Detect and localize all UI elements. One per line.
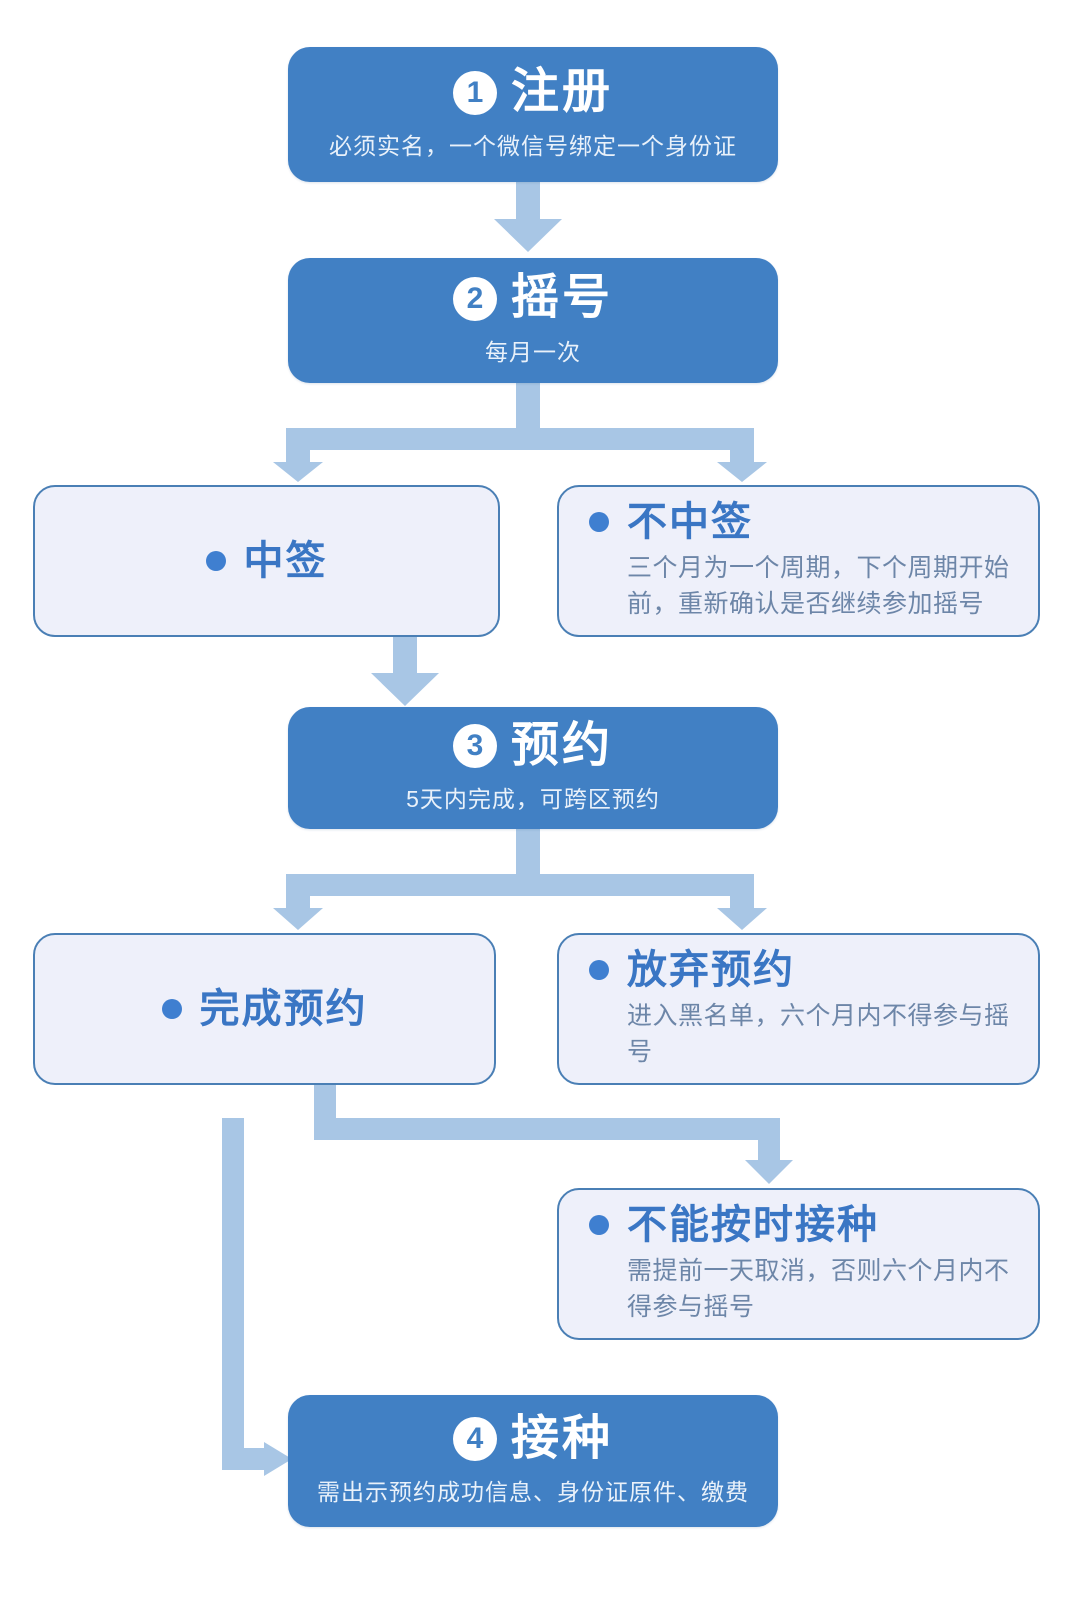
node-won[interactable]: 中签 xyxy=(33,485,500,637)
bullet-icon xyxy=(589,959,609,980)
outcome-description: 三个月为一个周期，下个周期开始前，重新确认是否继续参加摇号 xyxy=(627,553,1010,618)
node-lottery[interactable]: 2 摇号 每月一次 xyxy=(288,258,778,383)
edge-appointment-split xyxy=(273,829,767,930)
edge-won-to-appointment xyxy=(371,637,439,706)
step-subtitle: 必须实名，一个微信号绑定一个身份证 xyxy=(329,132,737,159)
bullet-icon xyxy=(205,551,226,571)
node-vaccinate[interactable]: 4 接种 需出示预约成功信息、身份证原件、缴费 xyxy=(288,1395,778,1527)
outcome-title: 不能按时接种 xyxy=(627,1202,879,1247)
step-subtitle: 需出示预约成功信息、身份证原件、缴费 xyxy=(317,1479,749,1506)
outcome-header: 中签 xyxy=(35,539,498,583)
step-header: 1 注册 xyxy=(452,65,613,119)
step-title: 预约 xyxy=(510,718,613,772)
node-register[interactable]: 1 注册 必须实名，一个微信号绑定一个身份证 xyxy=(288,47,778,182)
step-number-badge: 4 xyxy=(452,1417,497,1462)
step-subtitle: 每月一次 xyxy=(485,338,581,365)
step-title: 注册 xyxy=(510,65,613,119)
outcome-header: 不中签 xyxy=(589,500,1016,544)
edge-done-to-vaccinate xyxy=(222,1118,292,1476)
edge-register-to-lottery xyxy=(494,182,562,252)
bullet-icon xyxy=(161,999,182,1019)
outcome-description: 进入黑名单，六个月内不得参与摇号 xyxy=(627,1001,1010,1066)
edge-lottery-split xyxy=(273,383,767,482)
node-appointment-giveup[interactable]: 放弃预约 进入黑名单，六个月内不得参与摇号 xyxy=(557,933,1040,1085)
outcome-title: 完成预约 xyxy=(199,987,368,1031)
outcome-header: 完成预约 xyxy=(35,987,494,1031)
step-header: 4 接种 xyxy=(452,1411,613,1465)
node-appointment[interactable]: 3 预约 5天内完成，可跨区预约 xyxy=(288,707,778,829)
step-number-badge: 2 xyxy=(452,276,497,321)
outcome-title: 放弃预约 xyxy=(627,947,795,992)
outcome-title: 中签 xyxy=(243,539,328,583)
bullet-icon xyxy=(589,1214,609,1235)
outcome-title: 不中签 xyxy=(627,499,753,544)
outcome-description: 需提前一天取消，否则六个月内不得参与摇号 xyxy=(627,1256,1010,1321)
step-number-badge: 3 xyxy=(452,724,497,769)
node-cannot-attend[interactable]: 不能按时接种 需提前一天取消，否则六个月内不得参与摇号 xyxy=(557,1188,1040,1340)
step-header: 2 摇号 xyxy=(452,271,613,325)
bullet-icon xyxy=(589,511,609,532)
edge-done-to-late xyxy=(314,1085,793,1184)
step-header: 3 预约 xyxy=(452,718,613,772)
step-title: 接种 xyxy=(510,1411,613,1465)
step-number-badge: 1 xyxy=(452,70,497,115)
node-not-won[interactable]: 不中签 三个月为一个周期，下个周期开始前，重新确认是否继续参加摇号 xyxy=(557,485,1040,637)
outcome-header: 放弃预约 xyxy=(589,948,1016,992)
node-appointment-done[interactable]: 完成预约 xyxy=(33,933,496,1085)
outcome-header: 不能按时接种 xyxy=(589,1203,1016,1247)
step-title: 摇号 xyxy=(510,271,613,325)
step-subtitle: 5天内完成，可跨区预约 xyxy=(406,786,660,813)
